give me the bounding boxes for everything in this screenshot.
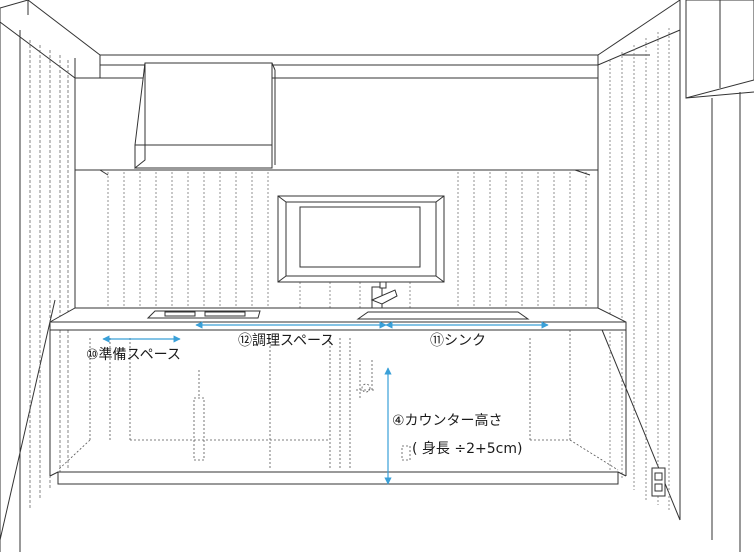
window <box>277 195 445 283</box>
back-wall-paneling <box>107 172 587 310</box>
faucet <box>370 281 398 312</box>
dimension-lines <box>102 321 549 485</box>
ceiling-structure <box>0 0 754 99</box>
prep-space-label: ⑩準備スペース <box>86 347 181 363</box>
countertop <box>49 307 627 331</box>
cooktop <box>146 310 261 319</box>
sink-basin <box>356 311 530 320</box>
wall-outlet <box>651 467 666 497</box>
sink-label: ⑪シンク <box>430 333 486 349</box>
counter-height-formula: ( 身長 ÷2+5cm) <box>412 441 523 457</box>
counter-height-label: ④カウンター高さ <box>392 413 503 429</box>
cooking-space-label: ⑫調理スペース <box>238 333 335 349</box>
lower-cabinet <box>49 330 627 485</box>
right-wall-paneling <box>609 28 670 510</box>
lower-cabinet-hidden-lines <box>57 330 619 471</box>
left-wall-paneling <box>29 40 69 510</box>
range-hood <box>134 62 276 170</box>
